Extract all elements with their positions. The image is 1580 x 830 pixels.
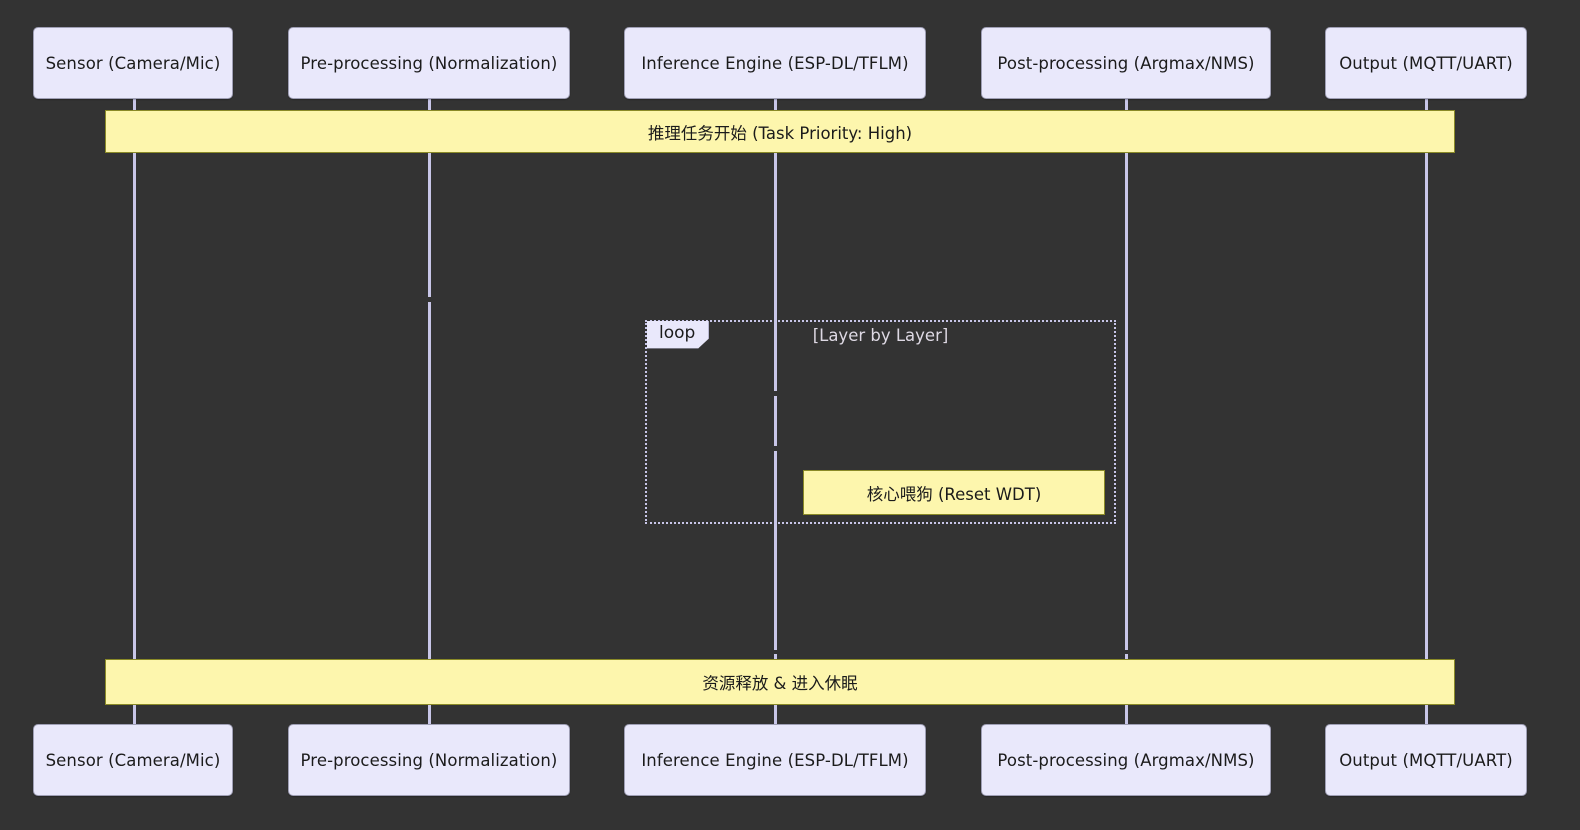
participant-top-inference[interactable]: Inference Engine (ESP-DL/TFLM) xyxy=(624,27,926,99)
lifeline-inference xyxy=(774,99,777,724)
participant-top-postproc[interactable]: Post-processing (Argmax/NMS) xyxy=(981,27,1271,99)
note-text: 推理任务开始 (Task Priority: High) xyxy=(647,123,913,143)
lifeline-notch-postproc xyxy=(1124,650,1129,654)
loop-keyword-text: loop xyxy=(659,323,696,343)
loop-condition-text: [Layer by Layer] xyxy=(812,326,949,345)
lifeline-output xyxy=(1425,99,1428,724)
participant-label: Output (MQTT/UART) xyxy=(1339,750,1513,770)
participant-label: Inference Engine (ESP-DL/TFLM) xyxy=(641,53,909,73)
participant-label: Post-processing (Argmax/NMS) xyxy=(997,53,1255,73)
loop-fragment xyxy=(645,320,1116,524)
participant-bottom-output[interactable]: Output (MQTT/UART) xyxy=(1325,724,1527,796)
participant-top-output[interactable]: Output (MQTT/UART) xyxy=(1325,27,1527,99)
participant-label: Sensor (Camera/Mic) xyxy=(45,53,221,73)
lifeline-postproc xyxy=(1125,99,1128,724)
lifeline-sensor xyxy=(133,99,136,724)
participant-label: Inference Engine (ESP-DL/TFLM) xyxy=(641,750,909,770)
loop-fragment-keyword: loop xyxy=(647,321,710,349)
note-text: 资源释放 & 进入休眠 xyxy=(702,674,858,693)
note-task-start: 推理任务开始 (Task Priority: High) xyxy=(105,110,1455,153)
note-reset-wdt: 核心喂狗 (Reset WDT) xyxy=(803,470,1105,515)
participant-top-preproc[interactable]: Pre-processing (Normalization) xyxy=(288,27,570,99)
participant-top-sensor[interactable]: Sensor (Camera/Mic) xyxy=(33,27,233,99)
note-release-sleep: 资源释放 & 进入休眠 xyxy=(105,659,1455,705)
participant-bottom-preproc[interactable]: Pre-processing (Normalization) xyxy=(288,724,570,796)
participant-label: Output (MQTT/UART) xyxy=(1339,53,1513,73)
lifeline-notch-preproc xyxy=(427,297,432,302)
note-text: 核心喂狗 (Reset WDT) xyxy=(866,484,1042,504)
participant-bottom-inference[interactable]: Inference Engine (ESP-DL/TFLM) xyxy=(624,724,926,796)
participant-label: Sensor (Camera/Mic) xyxy=(45,750,221,770)
loop-fragment-condition: [Layer by Layer] xyxy=(645,326,1116,345)
participant-bottom-sensor[interactable]: Sensor (Camera/Mic) xyxy=(33,724,233,796)
participant-label: Pre-processing (Normalization) xyxy=(300,750,558,770)
participant-bottom-postproc[interactable]: Post-processing (Argmax/NMS) xyxy=(981,724,1271,796)
participant-label: Post-processing (Argmax/NMS) xyxy=(997,750,1255,770)
participant-label: Pre-processing (Normalization) xyxy=(300,53,558,73)
lifeline-preproc xyxy=(428,99,431,724)
lifeline-notch-inference-2 xyxy=(773,446,778,451)
lifeline-notch-inference-1 xyxy=(773,391,778,396)
lifeline-notch-inference-3 xyxy=(773,650,778,654)
